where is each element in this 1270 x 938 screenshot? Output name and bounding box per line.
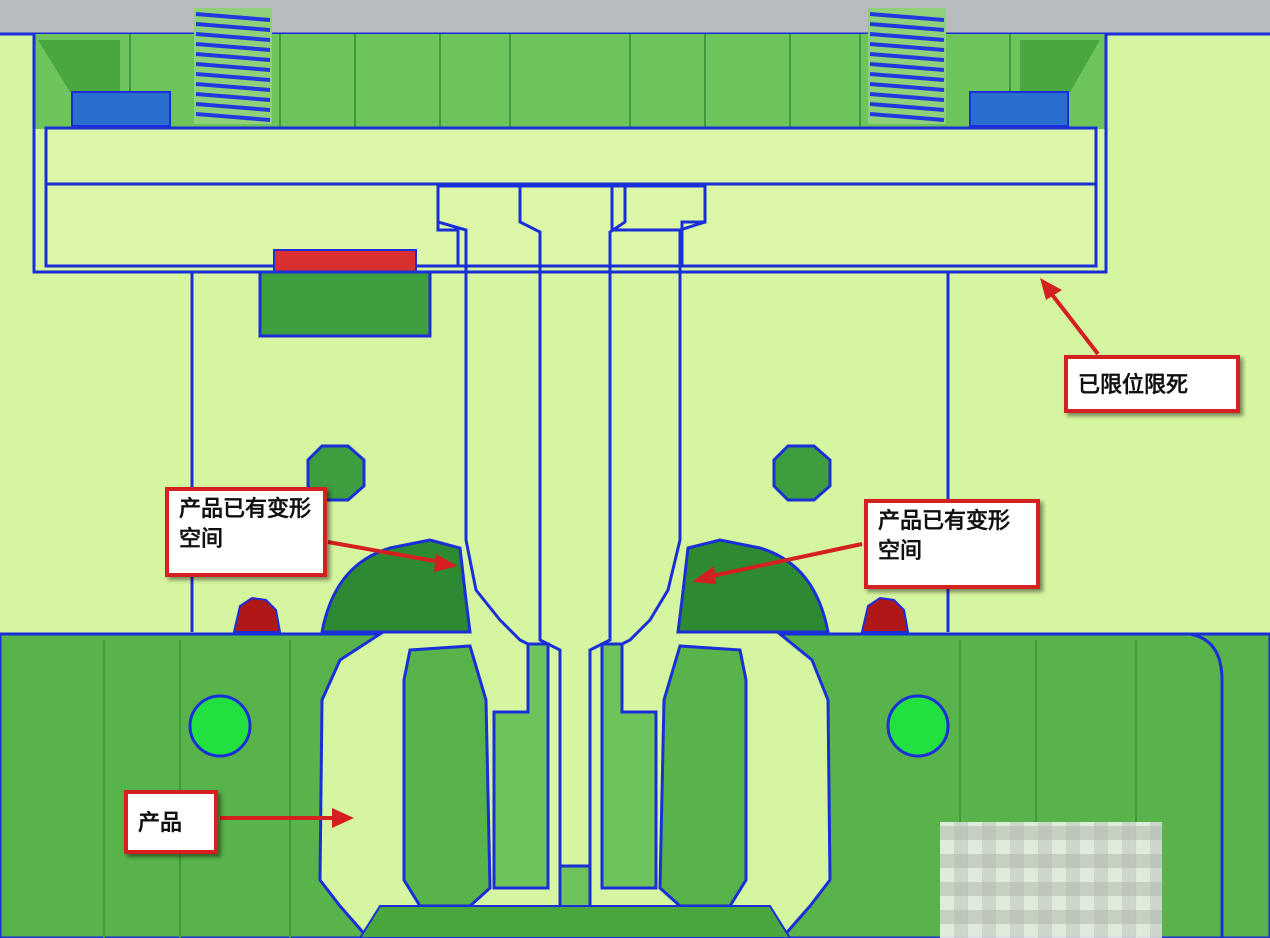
limit-label: 已限位限死 [1064,355,1240,413]
lower-mold-left [0,632,386,938]
left-red-pin [232,596,282,633]
left-blue-block [71,91,171,127]
left-chamfer [38,40,120,92]
sprue-inner-right [588,186,627,870]
arrow-deform-left [327,540,458,572]
left-deformation-wedge [320,538,472,634]
lower-right-edge [1189,632,1224,938]
left-green-hole [188,694,252,758]
deformation-space-label-right: 产品已有变形空间 [864,499,1040,589]
arrows [220,278,1100,828]
deformation-space-label-left: 产品已有变形空间 [165,487,327,577]
arrow-limit [1040,278,1100,356]
arrow-product [220,808,354,828]
right-chamfer [1020,40,1100,92]
core-center-left [492,642,550,890]
ejector-plate [44,126,1098,268]
core-right [658,644,748,908]
core-center-right [600,642,658,890]
right-red-pin [860,596,910,633]
core-left [402,644,492,908]
right-octagon-hole [772,444,832,502]
green-limit-base [258,270,432,338]
core-lower-body [358,905,792,938]
upper-mold-columns [129,34,1011,128]
blurred-watermark [940,822,1162,938]
red-limit-block [273,249,417,275]
upper-cavity-outline [8,32,1270,274]
right-blue-block [969,91,1069,127]
left-spring [194,8,272,124]
right-spring [868,8,946,124]
top-clamp-plate [0,0,1270,34]
right-green-hole [886,694,950,758]
arrow-deform-right [692,542,863,584]
left-octagon-hole [306,444,366,502]
sprue-inner-left [518,186,562,870]
product-label: 产品 [124,790,218,854]
